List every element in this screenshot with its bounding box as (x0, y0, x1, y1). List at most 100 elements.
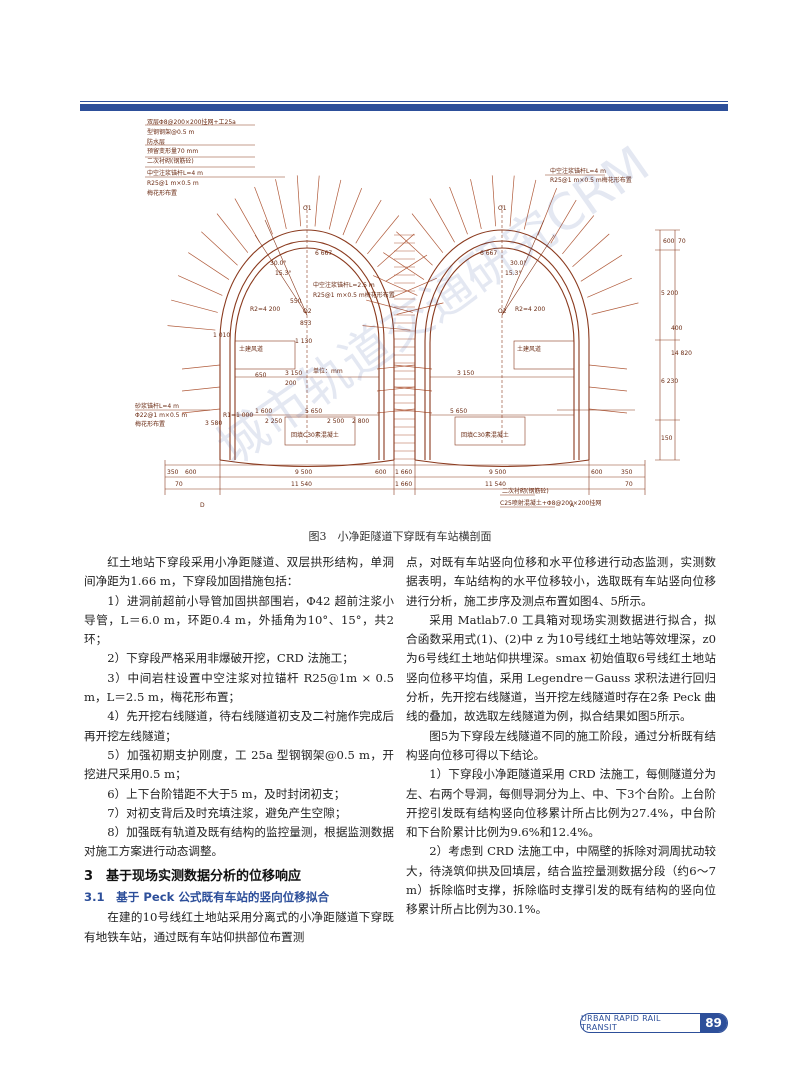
label-reserve-deform: 预留变形量70 mm (147, 147, 198, 155)
label-dim-2500: 2 500 (327, 418, 344, 425)
label-steel-frame: 型钢钢架@0.5 m (147, 128, 194, 136)
label-dim-5200: 5 200 (661, 290, 678, 297)
paragraph: 2）考虑到 CRD 法施工中，中隔壁的拆除对洞周扰动较大，待浇筑仰拱及回填层，结… (406, 844, 716, 917)
label-plum-layout: 梅花形布置 (147, 189, 177, 197)
label-dim-650: 650 (255, 372, 267, 379)
label-dim-150: 150 (661, 435, 673, 442)
label-dim-2800: 2 800 (352, 418, 369, 425)
label-dim-1600: 1 600 (255, 408, 272, 415)
label-axis-a: A (570, 502, 575, 509)
anchor-bolt-line (188, 252, 230, 280)
label-dim-200: 200 (285, 380, 297, 387)
anchor-bolt-line (562, 215, 595, 255)
label-dim-5650-left: 5 650 (305, 408, 322, 415)
anchor-bolt-line (254, 186, 273, 235)
label-grout-bolt-right: 中空注浆锚杆L=4 m (550, 167, 606, 175)
anchor-bolt-line (181, 386, 221, 392)
tunnel-drawing: 双层Φ8@200×200挂网+工25a 型钢钢架@0.5 m 防水层 预留变形量… (135, 118, 692, 509)
anchor-bolt-line (314, 175, 320, 227)
list-item: 4）先开挖右线隧道，待右线隧道初支及二衬施作完成后再开挖左线隧道； (84, 709, 394, 743)
anchor-bolt-line (372, 275, 418, 296)
section-heading: 3 基于现场实测数据分析的位移响应 (84, 868, 302, 884)
label-middle-bolt-spec: R25@1 m×0.5 m梅花形布置 (313, 291, 395, 299)
label-waterproof: 防水层 (147, 138, 165, 146)
label-r1: R1=1 000 (223, 412, 253, 419)
anchor-bolt-line (167, 325, 216, 331)
label-dim-350-right: 350 (621, 469, 633, 476)
label-dim-400: 400 (671, 325, 683, 332)
label-o1-right: O1 (498, 205, 507, 212)
label-air-duct-right: 土建风道 (517, 345, 541, 353)
header-rule (80, 101, 728, 111)
label-o2-left: O2 (303, 308, 312, 315)
anchor-bolt-line (181, 408, 221, 414)
label-mortar-bolt: 砂浆锚杆L=4 m (135, 402, 179, 410)
label-mortar-spec: Φ22@1 m×0.5 m (135, 412, 187, 419)
label-air-duct-left: 土建风道 (239, 345, 263, 353)
anchor-bolt-line (393, 386, 433, 392)
anchor-bolt-line (328, 179, 342, 230)
list-item: 6）上下台阶错距不大于5 m，及时封闭初支； (107, 786, 346, 801)
list-item: 3）中间岩柱设置中空注浆对拉锚杆 R25@1m × 0.5 m，L＝2.5 m，… (84, 670, 394, 705)
label-dim-2250: 2 250 (265, 418, 282, 425)
label-dim-6667-left: 6 667 (315, 250, 332, 257)
anchor-bolt-line (396, 231, 433, 266)
right-text-column: 点，对既有车站竖向位移和水平位移进行动态监测，实测数据表明，车站结构的水平位移较… (406, 553, 716, 920)
label-dim-350: 350 (167, 469, 179, 476)
label-secondary-lining: 二次衬砌(钢筋砼) (147, 157, 194, 165)
left-text-column: 红土地站下穿段采用小净距隧道、双层拱形结构，单洞间净距为1.66 m，下穿段加固… (84, 553, 394, 947)
anchor-bolt-line (181, 364, 221, 370)
anchor-bolt-line (383, 252, 425, 280)
list-item: 8）加强既有轨道及既有结构的监控量测，根据监测数据对施工方案进行动态调整。 (84, 825, 394, 859)
list-item: 7）对初支背后及时充填注浆，避免产生空隙； (107, 805, 347, 820)
label-angle-30-right: 30.0° (510, 260, 526, 267)
label-dim-14820: 14 820 (671, 350, 692, 357)
label-axis-d: D (200, 502, 205, 509)
anchor-bolt-line (523, 179, 537, 230)
label-dim-600-right: 600 (591, 469, 603, 476)
paragraph: 图5为下穿段左线隧道不同的施工阶段，通过分析既有结构竖向位移可得以下结论。 (406, 728, 716, 762)
anchor-bolt-line (177, 275, 223, 296)
label-dim-9500-left: 9 500 (295, 469, 312, 476)
anchor-bolt-line (342, 187, 363, 236)
paragraph: 采用 Matlab7.0 工具箱对现场实测数据进行拟合，拟合函数采用式(1)、(… (406, 612, 716, 724)
label-dim-1660-2: 1 660 (395, 481, 412, 488)
page-footer: URBAN RAPID RAIL TRANSIT 89 (580, 1013, 728, 1033)
label-dim-3580: 3 580 (205, 420, 222, 427)
anchor-bolt-line (588, 364, 628, 370)
anchor-bolt-line (491, 175, 496, 227)
anchor-bolt-line (572, 233, 610, 267)
label-dim-3150-right: 3 150 (457, 370, 474, 377)
label-middle-bolt: 中空注浆锚杆L=2.5 m (313, 281, 375, 289)
label-dim-600-left: 600 (185, 469, 197, 476)
list-item: 5）加强初期支护刚度，工 25a 型钢钢架@0.5 m，开挖进尺采用0.5 m； (84, 747, 394, 782)
label-r2-right: R2=4 200 (515, 306, 545, 313)
anchor-bolt-line (275, 179, 287, 229)
anchor-bolt-line (392, 277, 437, 298)
anchor-bolt-line (470, 179, 482, 229)
anchor-bolt-line (411, 213, 444, 253)
label-plum-layout-2: 梅花形布置 (135, 420, 165, 428)
label-dim-11540-right: 11 540 (485, 481, 506, 488)
anchor-bolt-line (201, 231, 238, 266)
list-item: 1）进洞前超前小导管加固拱部围岩，Φ42 超前注浆小导管，L＝6.0 m，环距0… (84, 593, 394, 647)
label-dim-550: 550 (290, 298, 302, 305)
anchor-bolt-line (509, 175, 515, 227)
page-number: 89 (700, 1014, 727, 1032)
label-secondary-lining-bottom: 二次衬砌(钢筋砼) (502, 487, 549, 495)
label-dim-1010: 1 010 (213, 332, 230, 339)
anchor-bolt-line (591, 302, 639, 315)
anchor-bolt-line (355, 199, 382, 244)
paragraph: 1）下穿段小净距隧道采用 CRD 法施工，每侧隧道分为左、右两个导洞，每侧导洞分… (406, 767, 716, 840)
label-dim-11540-left: 11 540 (291, 481, 312, 488)
anchor-bolt-line (362, 325, 411, 331)
label-angle-15-right: 15.3° (505, 270, 521, 277)
label-o2-right: O2 (498, 308, 507, 315)
label-dim-5650-right: 5 650 (450, 408, 467, 415)
anchor-bolt-line (376, 364, 416, 370)
anchor-bolt-line (429, 198, 455, 243)
label-grout-bolt-left: 中空注浆锚杆L=4 m (147, 169, 203, 177)
anchor-bolt-line (550, 199, 577, 244)
label-unit: 单位：mm (313, 367, 343, 375)
label-dim-70-col: 70 (678, 238, 686, 245)
